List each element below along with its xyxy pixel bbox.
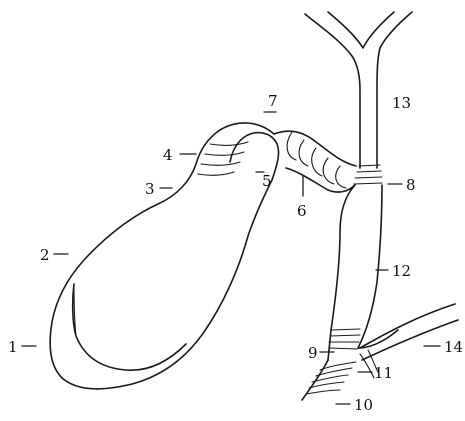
common-bile-duct-right-wall	[358, 185, 382, 348]
label-6: 6	[297, 202, 307, 220]
label-4: 4	[163, 146, 173, 164]
label-10: 10	[354, 396, 373, 414]
label-3: 3	[145, 180, 155, 198]
label-12: 12	[392, 262, 411, 280]
label-7: 7	[268, 92, 278, 110]
label-5: 5	[262, 172, 272, 190]
right-hepatic-duct	[305, 14, 360, 168]
label-11: 11	[374, 364, 393, 382]
gallbladder-fundus-inner	[73, 284, 186, 370]
common-bile-duct-left-wall	[328, 185, 355, 360]
label-9: 9	[308, 344, 318, 362]
cystic-duct-lower	[286, 168, 355, 192]
label-14: 14	[444, 338, 463, 356]
label-2: 2	[40, 246, 50, 264]
spiral-valve-folds	[287, 132, 346, 188]
neck-folds	[198, 142, 248, 175]
label-8: 8	[406, 176, 416, 194]
sphincter-bands	[329, 329, 360, 349]
label-1: 1	[8, 338, 18, 356]
label-13: 13	[392, 94, 411, 112]
hepatic-duct-fork	[328, 12, 394, 48]
left-hepatic-duct	[377, 12, 412, 168]
